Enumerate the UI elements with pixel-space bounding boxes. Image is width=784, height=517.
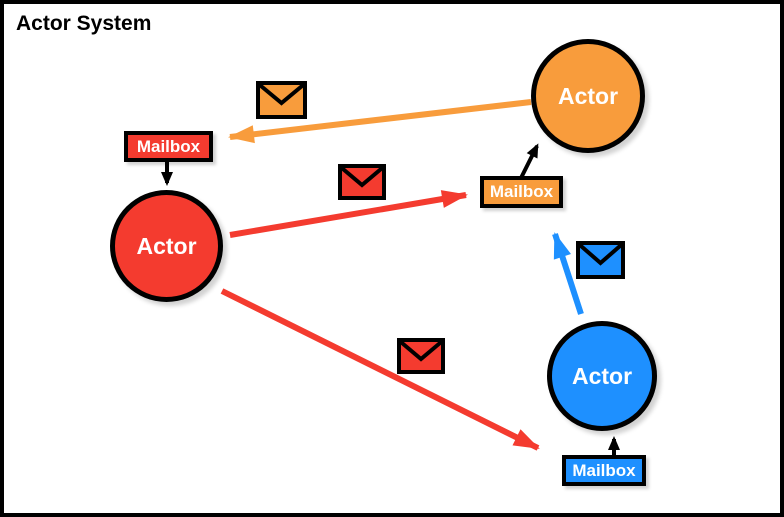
mailbox-label: Mailbox	[136, 136, 201, 156]
mailbox-node-red: Mailbox	[124, 131, 213, 162]
actor-label: Actor	[136, 232, 197, 259]
arrow-red-actor-to-blue-mailbox	[220, 288, 540, 451]
mailbox-node-orange: Mailbox	[480, 176, 563, 208]
actor-node-orange: Actor	[531, 39, 645, 153]
envelope-icon-red-center	[338, 164, 386, 200]
mailbox-label: Mailbox	[572, 460, 636, 480]
arrow-blue-actor-to-orange-mailbox	[552, 232, 584, 315]
envelope-icon-blue	[576, 241, 625, 279]
diagram-title: Actor System	[16, 12, 152, 35]
arrow-orange-mailbox-to-orange-actor	[519, 143, 539, 179]
actor-node-red: Actor	[110, 190, 223, 302]
mailbox-label: Mailbox	[489, 182, 554, 201]
arrow-red-actor-to-orange-mailbox	[229, 190, 468, 238]
arrow-orange-actor-to-red-mailbox	[228, 99, 532, 144]
envelope-icon-orange	[256, 81, 307, 119]
envelope-icon-red-bottom	[397, 338, 445, 374]
actor-label: Actor	[557, 82, 619, 109]
actor-label: Actor	[571, 362, 633, 389]
actor-node-blue: Actor	[547, 321, 657, 431]
mailbox-node-blue: Mailbox	[562, 455, 646, 486]
